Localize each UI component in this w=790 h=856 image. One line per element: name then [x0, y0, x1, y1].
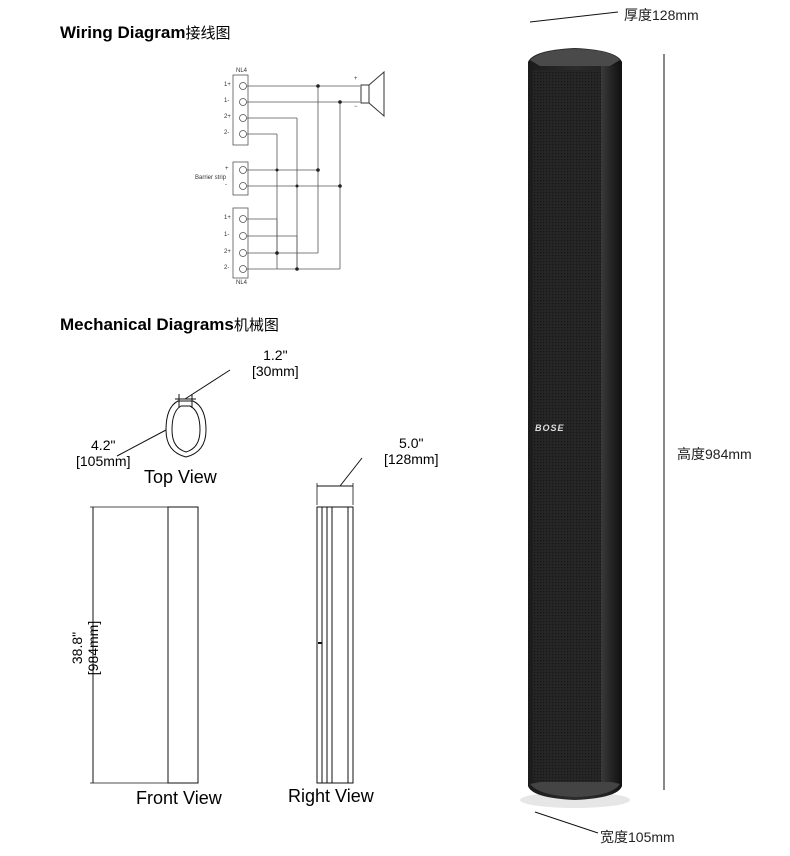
bottom-pin-label: 1+	[224, 215, 231, 221]
top-pin-label: 1+	[224, 82, 231, 88]
junction-dot	[338, 184, 342, 188]
top-pin-label: 1-	[224, 98, 230, 104]
pin-circle	[239, 114, 247, 122]
height-label: 高度984mm	[677, 446, 752, 462]
junction-dot	[295, 184, 299, 188]
nl4-top-label: NL4	[236, 68, 248, 74]
pin-circle	[239, 166, 247, 174]
barrier-pin-label: +	[225, 166, 229, 172]
top-view-shape	[165, 400, 207, 458]
right-view-label: Right View	[288, 786, 374, 806]
junction-dot	[316, 168, 320, 172]
bottom-pin-label: 2-	[224, 265, 230, 271]
barrier-strip-box	[232, 161, 249, 196]
depth-label: 厚度128mm	[624, 7, 699, 23]
top-pin-label: 2+	[224, 114, 231, 120]
junction-dot	[316, 84, 320, 88]
bottom-pin-label: 2+	[224, 249, 231, 255]
speaker-grille	[533, 70, 601, 782]
right-view-outline	[316, 506, 354, 784]
pin-circle	[239, 130, 247, 138]
front-view-outline	[167, 506, 199, 784]
speaker-plus-label: +	[354, 76, 358, 82]
speaker-top-cap	[530, 49, 620, 66]
pin-circle	[239, 98, 247, 106]
nl4-connector-bottom	[232, 207, 249, 279]
width-dimension: 4.2" [105mm]	[76, 437, 131, 469]
bose-logo: BOSE	[535, 423, 565, 433]
mount-dimension: 1.2" [30mm]	[252, 347, 299, 379]
bottom-pin-label: 1-	[224, 232, 230, 238]
wiring-diagram-title: Wiring Diagram接线图	[60, 23, 231, 42]
mechanical-diagrams-title: Mechanical Diagrams机械图	[60, 315, 279, 334]
pin-circle	[239, 232, 247, 240]
junction-dot	[295, 267, 299, 271]
junction-dot	[275, 251, 279, 255]
speaker-icon	[360, 70, 385, 118]
top-pin-label: 2-	[224, 130, 230, 136]
speaker-minus-label: −	[354, 104, 358, 110]
front-view-label: Front View	[136, 788, 222, 808]
pin-circle	[239, 249, 247, 257]
pin-circle	[239, 215, 247, 223]
barrier-pin-label: -	[225, 182, 227, 188]
speaker-side-panel	[601, 66, 619, 784]
depth-dimension: 5.0" [128mm]	[384, 435, 439, 467]
top-view-label: Top View	[144, 467, 217, 487]
nl4-bottom-label: NL4	[236, 280, 248, 286]
pin-circle	[239, 265, 247, 273]
width-label: 宽度105mm	[600, 829, 675, 845]
top-view-inner	[171, 405, 201, 453]
barrier-strip-label: Barrier strip	[195, 175, 227, 181]
pin-circle	[239, 182, 247, 190]
junction-dot	[338, 100, 342, 104]
speaker-bottom-cap	[530, 782, 620, 797]
nl4-connector-top	[232, 74, 249, 146]
pin-circle	[239, 82, 247, 90]
junction-dot	[275, 168, 279, 172]
